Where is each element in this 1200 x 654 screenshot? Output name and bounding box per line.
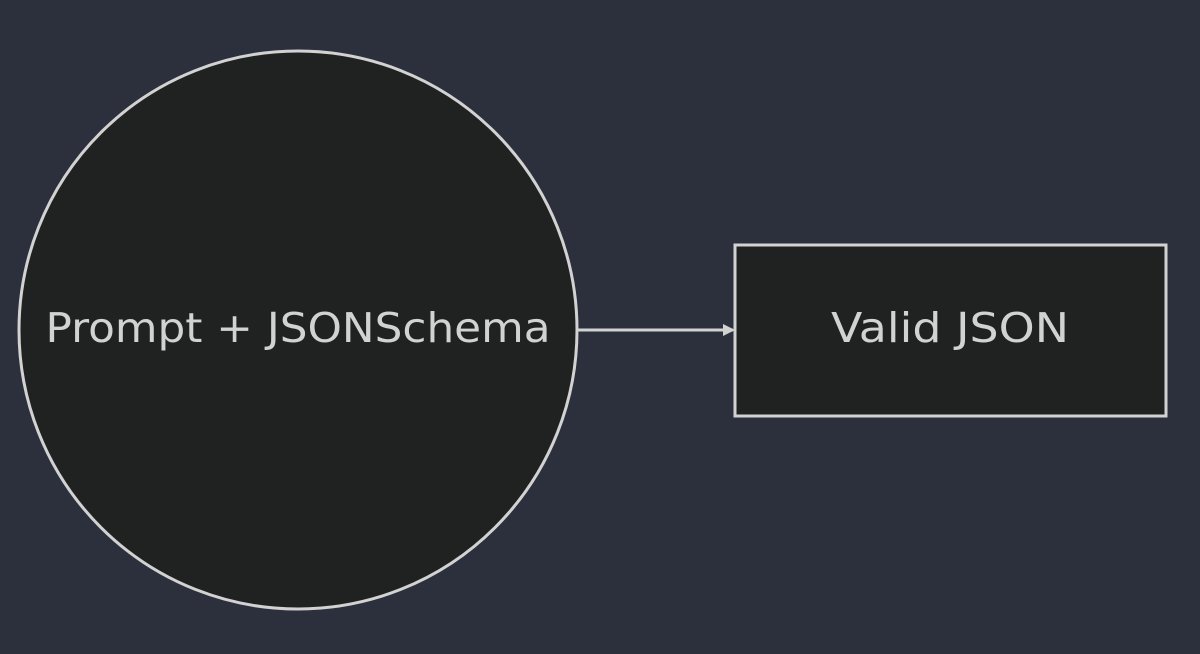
node-label-valid-json: Valid JSON bbox=[831, 304, 1069, 352]
node-prompt-jsonschema: Prompt + JSONSchema bbox=[17, 49, 579, 611]
node-circle bbox=[17, 49, 579, 611]
node-rectangle bbox=[733, 243, 1168, 418]
node-label-prompt-jsonschema: Prompt + JSONSchema bbox=[46, 304, 551, 352]
node-valid-json: Valid JSON bbox=[733, 243, 1168, 418]
